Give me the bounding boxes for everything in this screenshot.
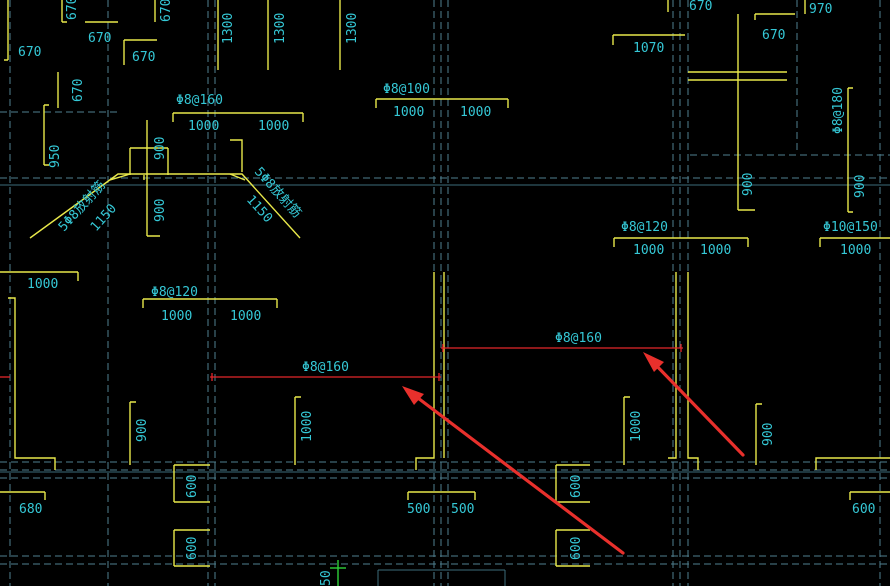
label-600-e: 600 [852,502,875,517]
label-1300-b: 1300 [273,13,288,44]
label-1300-c: 1300 [345,13,360,44]
label-600-a: 600 [185,475,200,498]
label-900-b: 900 [153,199,168,222]
label-670-c: 670 [132,50,155,65]
label-1000-g: 1000 [840,243,871,258]
label-970: 970 [809,2,832,17]
label-670-f: 670 [71,79,86,102]
label-1000-e: 1000 [633,243,664,258]
label-1000-k: 1000 [300,411,315,442]
label-500-a: 500 [407,502,430,517]
rebar-lines [0,0,890,567]
spec-phi10-150: Φ10@150 [823,220,878,235]
label-1000-c: 1000 [393,105,424,120]
spec-phi8-160-red-right: Φ8@160 [555,331,602,346]
spec-phi8-160-top: Φ8@160 [176,93,223,108]
label-500-b: 500 [451,502,474,517]
label-1000-f: 1000 [700,243,731,258]
label-1300-a: 1300 [221,13,236,44]
label-670-e: 670 [18,45,41,60]
label-670-h: 670 [762,28,785,43]
annotation-arrows [402,352,745,555]
highlighted-rebars [0,344,683,381]
label-1000-b: 1000 [258,119,289,134]
label-900-d: 900 [853,175,868,198]
label-1000-i: 1000 [161,309,192,324]
label-1000-j: 1000 [230,309,261,324]
label-900-a: 900 [153,137,168,160]
label-670-b: 670 [88,31,111,46]
spec-phi8-180: Φ8@180 [831,87,846,134]
label-670-d: 670 [159,0,174,22]
label-900-c: 900 [741,173,756,196]
spec-phi8-120-left: Φ8@120 [151,285,198,300]
label-600-c: 600 [185,537,200,560]
spec-phi8-120-right: Φ8@120 [621,220,668,235]
label-600-b: 600 [569,475,584,498]
label-900-f: 900 [761,423,776,446]
label-50: 50 [319,570,334,586]
label-950: 950 [48,145,63,168]
spec-phi8-100: Φ8@100 [383,82,430,97]
label-1000-d: 1000 [460,105,491,120]
label-1070: 1070 [633,41,664,56]
ucs-icon [330,560,346,586]
label-670-a: 670 [65,0,80,20]
label-1000-h: 1000 [27,277,58,292]
label-670-g: 670 [689,0,712,14]
label-900-e: 900 [135,419,150,442]
label-1000-a: 1000 [188,119,219,134]
label-680: 680 [19,502,42,517]
label-600-d: 600 [569,537,584,560]
spec-phi8-160-red-left: Φ8@160 [302,360,349,375]
label-1000-l: 1000 [629,411,644,442]
